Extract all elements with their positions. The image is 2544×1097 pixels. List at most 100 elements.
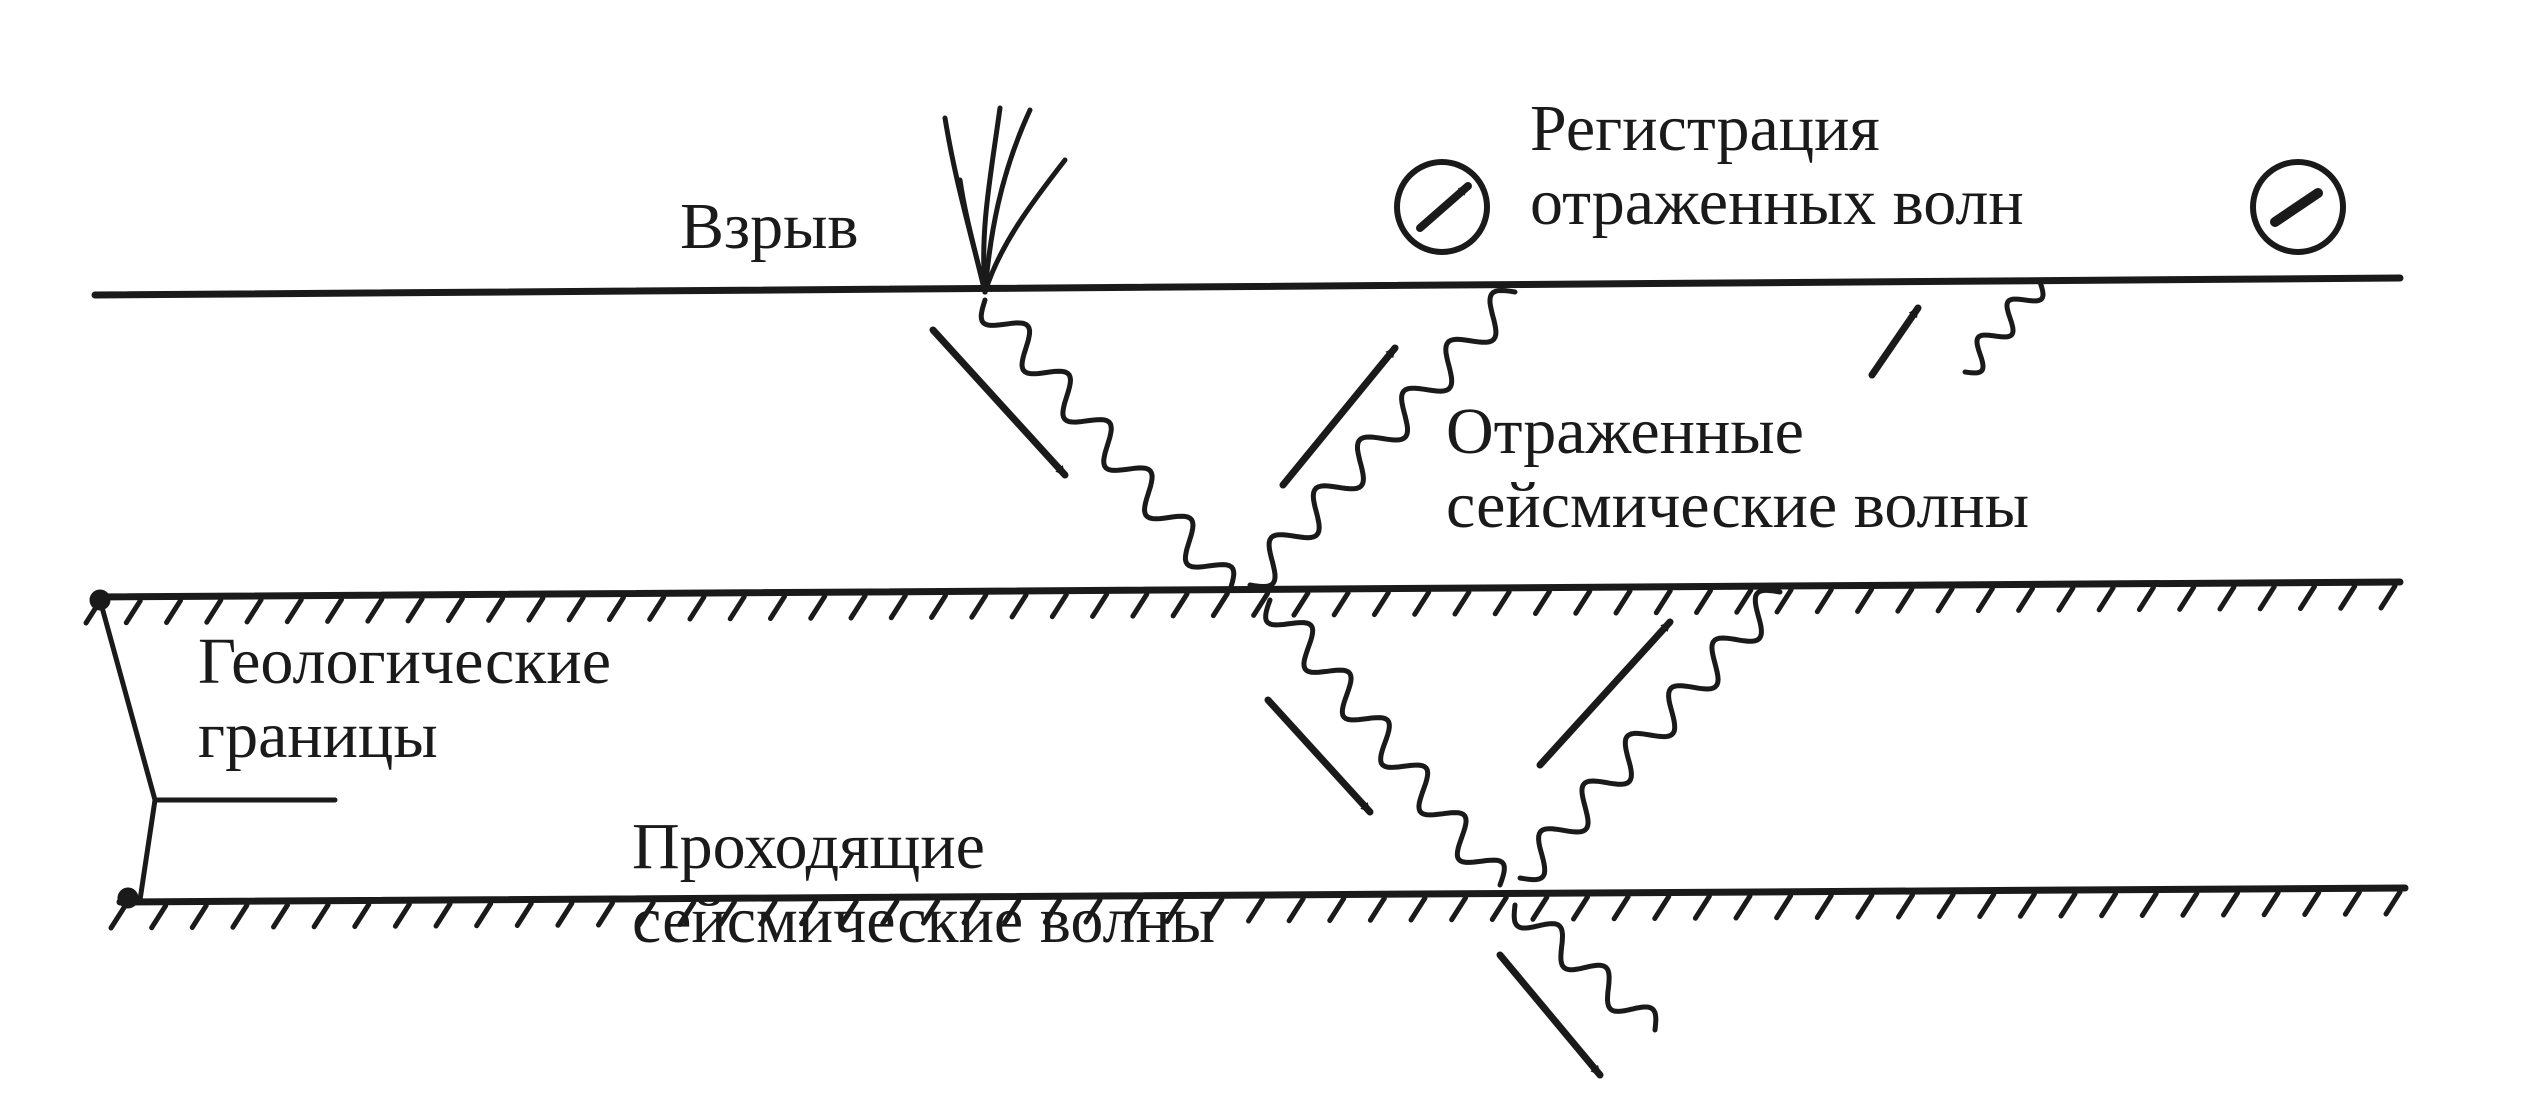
hatch-mark [961,898,981,926]
registration-label-line1: Регистрация [1530,92,1880,165]
reflected-waves-label: Отраженные сейсмические волны [1446,395,2029,543]
hatch-mark [1532,589,1552,617]
hatch-mark [164,597,184,625]
hatch-mark [799,899,819,927]
wave-ray [1511,902,1659,1033]
hatch-mark [1734,587,1754,615]
hatch-mark [1975,586,1995,614]
hatch-mark [2180,890,2200,918]
hatch-mark [271,902,290,930]
boundaries-bracket [89,589,338,909]
hatch-mark [888,593,908,621]
hatch-mark [2302,890,2322,917]
hatch-mark [758,899,778,927]
hatch-mark [108,903,128,931]
hatch-mark [2099,891,2119,919]
hatch-mark [1049,592,1069,620]
hatch-mark [1327,896,1347,923]
hatch-mark [405,596,425,624]
hatch-mark [1692,893,1712,921]
hatch-mark [392,901,412,929]
hatch-mark [1733,893,1753,921]
hatch-mark [1571,894,1590,922]
hatch-mark [2221,890,2240,918]
hatch-mark [1449,895,1469,923]
hatch-mark [647,594,667,622]
geological-boundaries-label-line2: границы [198,698,438,772]
hatch-mark [717,899,737,927]
hatch-mark [1205,896,1225,924]
hatch-mark [687,594,707,622]
hatch-mark [1573,588,1593,616]
hatch-mark [325,596,345,624]
hatch-mark [1977,892,1997,919]
hatch-mark [636,900,656,928]
hatch-mark [606,595,626,623]
wave-ray [978,297,1237,593]
hatch-mark [2297,584,2317,612]
hatch-mark [921,898,940,926]
hatch-mark [2139,891,2159,918]
hatch-mark [2056,585,2076,613]
wave-rays [978,279,2046,1033]
hatch-mark [555,900,575,928]
registration-label-line2: отраженных волн [1530,165,2024,239]
hatch-mark [2261,890,2281,918]
hatch-mark [149,903,169,931]
hatch-mark [445,596,465,624]
hatch-mark [2016,585,2036,613]
transmitted-waves-label-line1: Проходящие [632,810,985,883]
hatch-mark [284,597,304,625]
hatch-mark [2217,584,2237,612]
wave-ray [1247,288,1518,589]
arrow-icon [1264,696,1374,816]
explosion-burst-icon [942,105,1068,295]
reflected-waves-label-line2: сейсмические волны [1446,468,2030,542]
hatch-mark [1935,586,1955,614]
hatch-mark [1371,590,1391,618]
registration-label: Регистрация отраженных волн [1530,92,2024,240]
hatch-mark [1408,895,1428,923]
wave-ray [1962,279,2046,376]
hatch-mark [1694,587,1714,615]
wave-ray [1517,587,1783,883]
geological-boundaries-label: Геологические границы [198,625,611,773]
boundary-line-2 [116,884,2409,906]
hatch-mark [2257,584,2277,612]
hatch-mark [2338,583,2358,611]
hatch-mark [1291,590,1311,618]
boundary-hatch-1 [83,583,2398,626]
hatch-mark [1042,897,1062,925]
hatch-mark [1492,589,1512,617]
hatch-mark [189,903,209,930]
hatch-mark [1936,892,1956,920]
hatch-mark [2378,583,2398,611]
wave-ray [1263,597,1507,888]
seismograph-icon [2250,159,2346,255]
hatch-mark [1774,587,1794,615]
hatch-mark [2017,891,2037,919]
hatch-mark [365,596,385,624]
hatch-mark [1412,589,1432,617]
hatch-mark [230,902,250,930]
boundary-line-1 [91,578,2404,601]
ground-surface-line [91,274,2404,299]
hatch-mark [123,598,143,626]
reflected-waves-label-line1: Отраженные [1446,395,1804,468]
hatch-mark [486,595,506,623]
hatch-mark [1002,898,1022,925]
hatch-mark [433,901,453,929]
geological-boundaries-label-line1: Геологические [198,625,611,698]
propagation-arrows [929,304,1922,1079]
hatch-mark [1367,895,1387,923]
hatch-mark [2058,891,2078,919]
hatch-mark [474,901,494,929]
transmitted-waves-label-line2: сейсмические волны [632,883,1216,957]
hatch-mark [1613,588,1633,616]
arrow-icon [1279,344,1399,489]
hatch-mark [767,594,787,622]
hatch-mark [1286,896,1306,924]
hatch-mark [1774,893,1794,921]
